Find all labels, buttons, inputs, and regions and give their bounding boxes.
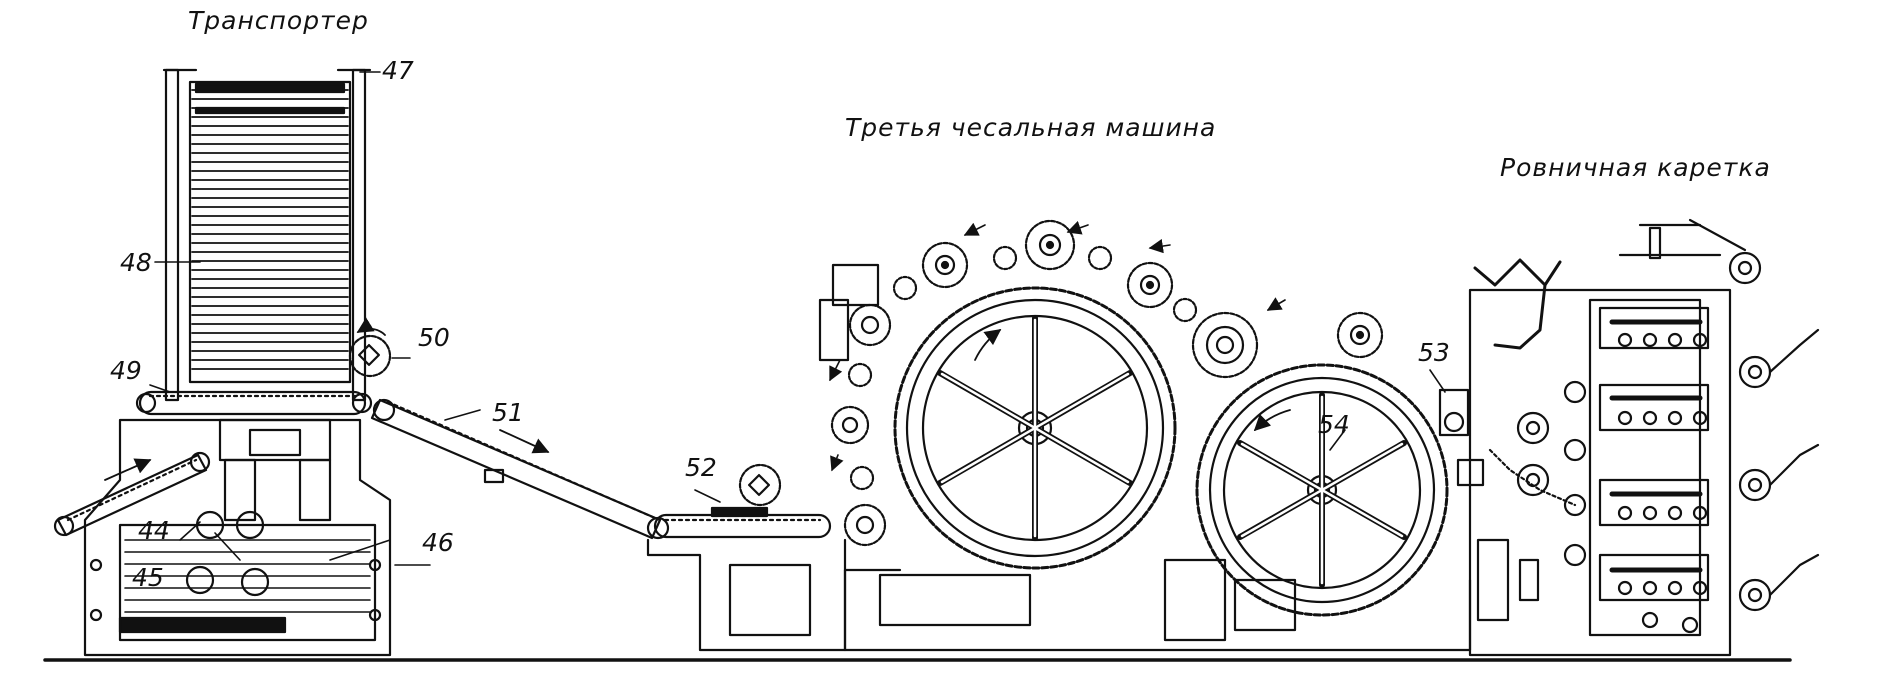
callout-44: 44 <box>138 516 170 545</box>
title-third-carding-machine: Третья чесальная машина <box>845 113 1217 142</box>
transporter-unit <box>55 70 390 655</box>
title-roving-carriage: Ровничная каретка <box>1500 153 1771 182</box>
sprocket-50 <box>350 336 390 376</box>
roller-44b <box>237 512 263 538</box>
callout-46: 46 <box>422 528 454 557</box>
worker-rollers <box>832 221 1382 545</box>
callout-52: 52 <box>685 453 717 482</box>
carding-machine <box>820 221 1470 650</box>
feed-table-52 <box>648 465 845 650</box>
feed-conveyor-left <box>58 455 206 535</box>
conveyor-51 <box>372 400 668 538</box>
carriage-tiers <box>1600 308 1708 600</box>
bobbin-holders <box>1730 253 1818 610</box>
callout-45: 45 <box>132 563 164 592</box>
title-transporter: Транспортер <box>188 6 369 35</box>
conveyor-49 <box>140 392 365 414</box>
doffer-54 <box>1197 365 1447 615</box>
sprocket-52 <box>740 465 780 505</box>
leader-lines <box>150 72 1445 565</box>
callout-50: 50 <box>418 323 450 352</box>
main-cylinder <box>895 288 1175 568</box>
tray-stack <box>192 90 348 369</box>
callout-54: 54 <box>1318 410 1350 439</box>
callout-49: 49 <box>110 356 142 385</box>
callout-51: 51 <box>492 398 524 427</box>
callout-53: 53 <box>1418 338 1450 367</box>
callout-47: 47 <box>382 56 414 85</box>
roving-carriage <box>1470 220 1818 655</box>
callout-48: 48 <box>120 248 152 277</box>
